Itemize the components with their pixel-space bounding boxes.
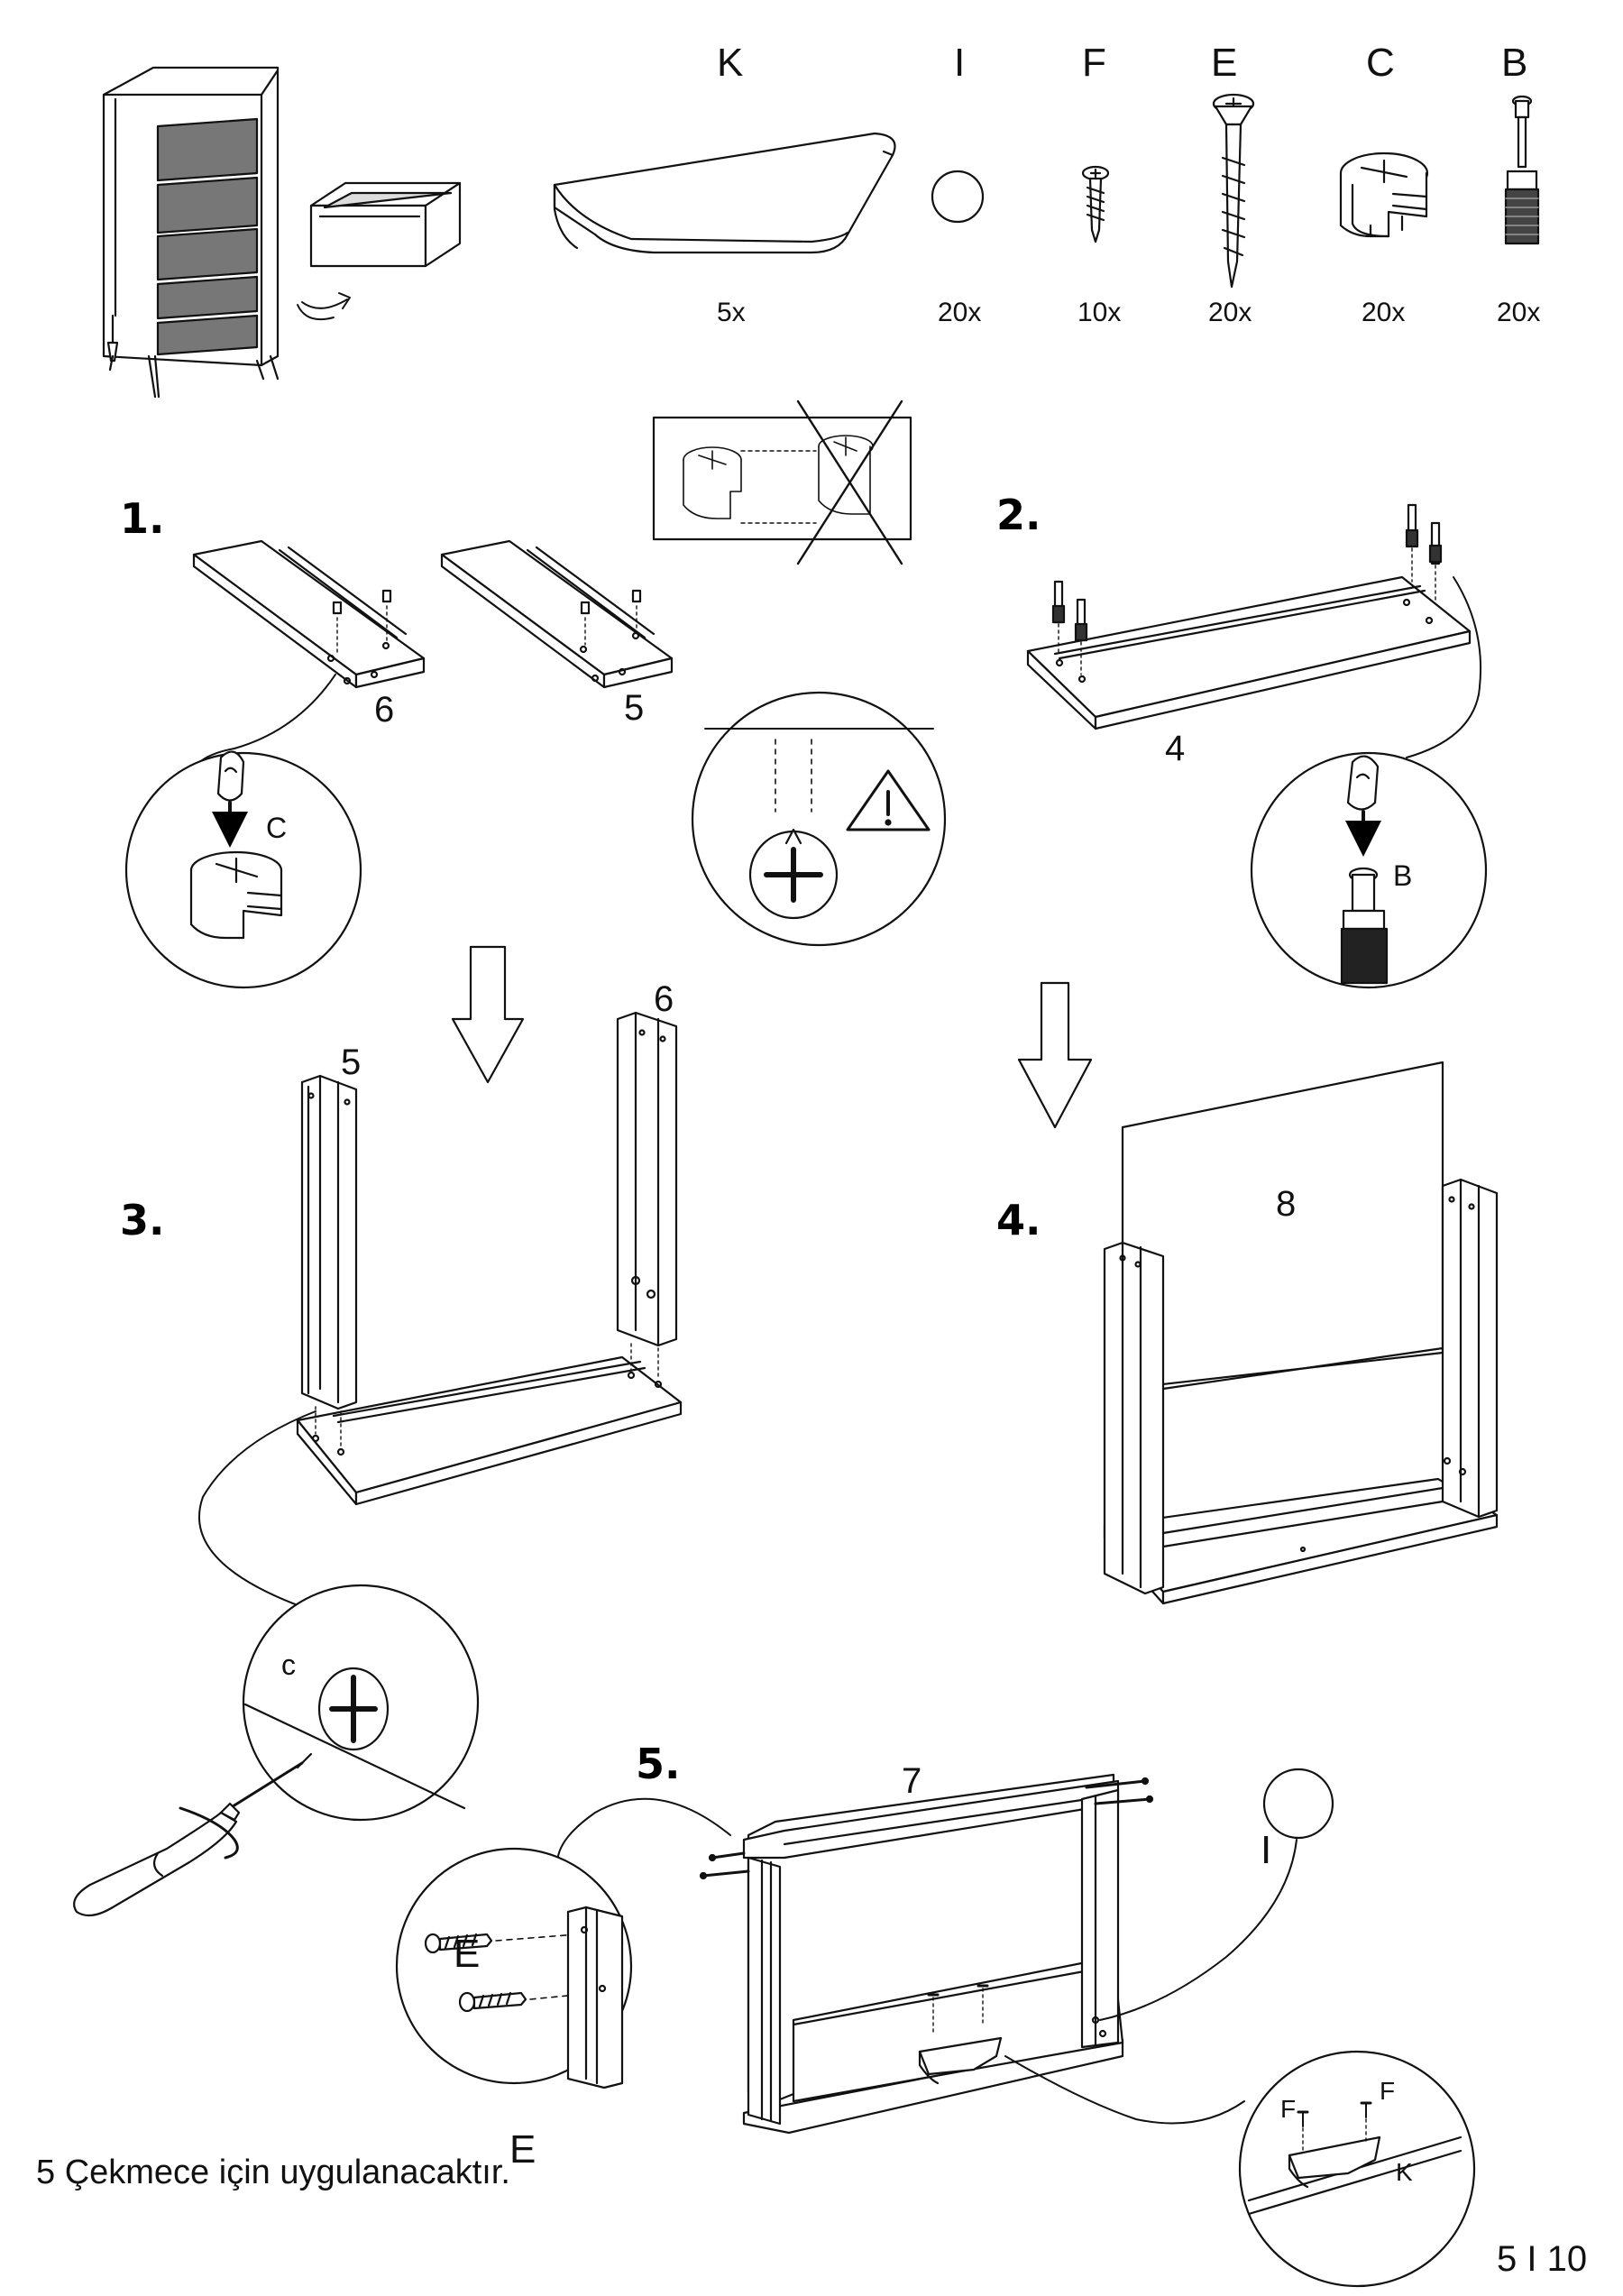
callout-letter: K <box>1396 2158 1413 2186</box>
part-c-qty: 20x <box>1362 298 1406 327</box>
part-b-qty: 20x <box>1497 298 1541 327</box>
part-i-letter: I <box>954 41 966 85</box>
cam-bolt-icon <box>1504 95 1540 245</box>
panel-number: 5 <box>341 1042 362 1082</box>
finger-icon <box>1346 755 1380 811</box>
cam-lock-icon <box>683 446 742 519</box>
down-arrow-icon <box>451 945 525 1084</box>
drawer-icon <box>309 181 462 268</box>
cam-lock-small <box>332 589 392 655</box>
panel-number: 6 <box>654 979 674 1019</box>
step-4-label: 4. <box>996 1196 1041 1244</box>
callout-letter: F <box>1280 2095 1297 2123</box>
handle-icon <box>918 2036 1003 2085</box>
step-5-label: 5. <box>636 1740 681 1788</box>
cam-lock-icon <box>818 435 874 515</box>
cross-out-icon <box>796 400 903 565</box>
cam-lock-top-view <box>317 1667 390 1751</box>
callout-letter: B <box>1393 859 1413 892</box>
instruction-note: 5 Çekmece için uygulanacaktır. <box>36 2154 510 2191</box>
step5-assembly <box>699 1773 1154 2135</box>
cam-lock-top-view <box>748 828 839 920</box>
step-2-label: 2. <box>996 491 1041 539</box>
handle-icon <box>553 132 896 254</box>
part-e-qty: 20x <box>1208 298 1252 327</box>
dresser-icon <box>102 66 280 399</box>
cam-bolt-icon <box>1340 867 1389 985</box>
callout-letter: C <box>266 812 288 844</box>
part-f-qty: 10x <box>1077 298 1122 327</box>
panel-6-board <box>192 539 426 689</box>
callout-letter: F <box>1380 2077 1396 2105</box>
long-screw-icon <box>424 1933 527 2013</box>
callout-letter: I <box>1261 1828 1272 1872</box>
part-k-letter: K <box>717 41 744 85</box>
panel-5-board <box>440 539 674 689</box>
panel-number: 4 <box>1165 729 1186 768</box>
step4-assembly <box>1103 1061 1499 1605</box>
handle-icon <box>1288 2101 1381 2189</box>
panel-number: 5 <box>624 688 645 728</box>
step-1-label: 1. <box>120 494 165 543</box>
panel-number: 6 <box>374 690 395 730</box>
part-b-letter: B <box>1501 41 1528 85</box>
step3-assembly <box>296 1011 683 1506</box>
warning-icon <box>846 769 931 831</box>
panel-number: 8 <box>1276 1184 1297 1224</box>
rotate-arrow-icon <box>301 292 351 309</box>
callout-letter: E <box>509 2127 536 2172</box>
cam-bolt-small <box>1051 503 1443 675</box>
finger-icon <box>216 750 245 802</box>
wrong-orientation-inset <box>652 400 912 565</box>
down-arrow-icon <box>1017 981 1093 1129</box>
cover-cap-icon <box>931 170 985 224</box>
part-c-letter: C <box>1366 41 1395 85</box>
long-screw-icon <box>1212 93 1255 289</box>
short-screw-icon <box>1081 165 1110 243</box>
screwdriver-icon <box>73 1752 313 1917</box>
cam-lock-icon <box>189 850 283 940</box>
panel-4-board <box>1026 575 1472 730</box>
panel-number: 7 <box>902 1761 922 1801</box>
part-e-letter: E <box>1211 41 1238 85</box>
cover-cap-icon <box>1262 1768 1334 1840</box>
step-3-label: 3. <box>120 1196 165 1244</box>
part-f-letter: F <box>1082 41 1106 85</box>
cam-lock-icon <box>1339 152 1429 238</box>
part-k-qty: 5x <box>717 298 746 327</box>
callout-letter: E <box>454 1932 481 1976</box>
page-number: 5 I 10 <box>1497 2239 1588 2279</box>
callout-letter: c <box>281 1649 296 1681</box>
part-i-qty: 20x <box>938 298 982 327</box>
